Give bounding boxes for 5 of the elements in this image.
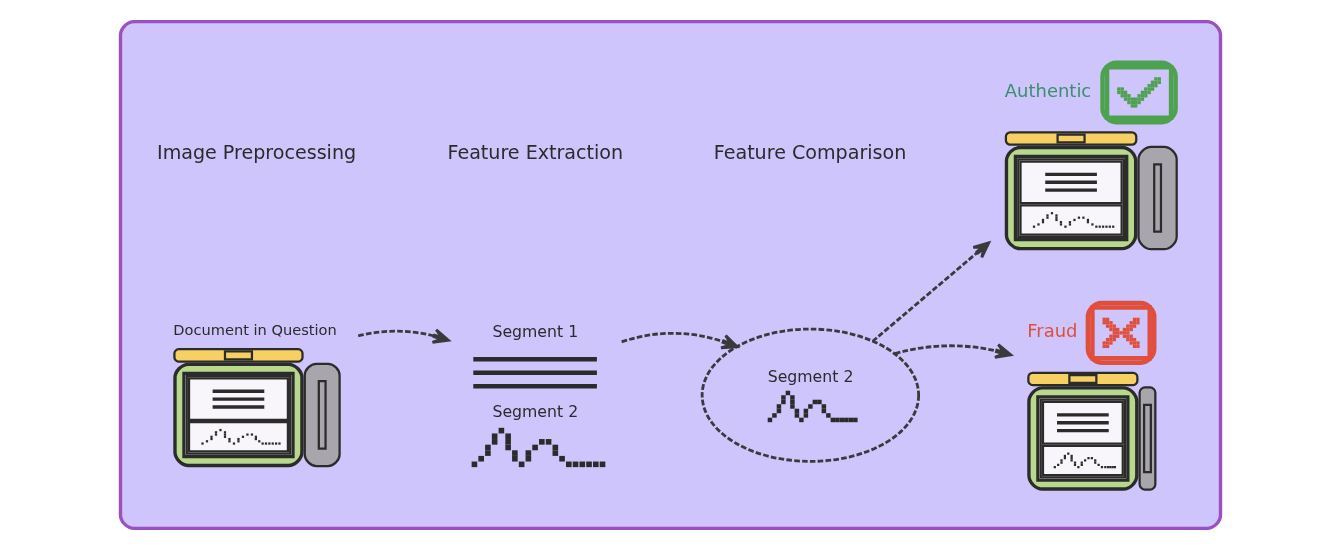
node-label: Document in Question: [172, 321, 337, 338]
label: Feature Extraction: [446, 141, 623, 165]
label: Image Preprocessing: [156, 141, 356, 165]
node-label: Segment 1: [491, 322, 578, 342]
label: Feature Comparison: [713, 141, 906, 165]
